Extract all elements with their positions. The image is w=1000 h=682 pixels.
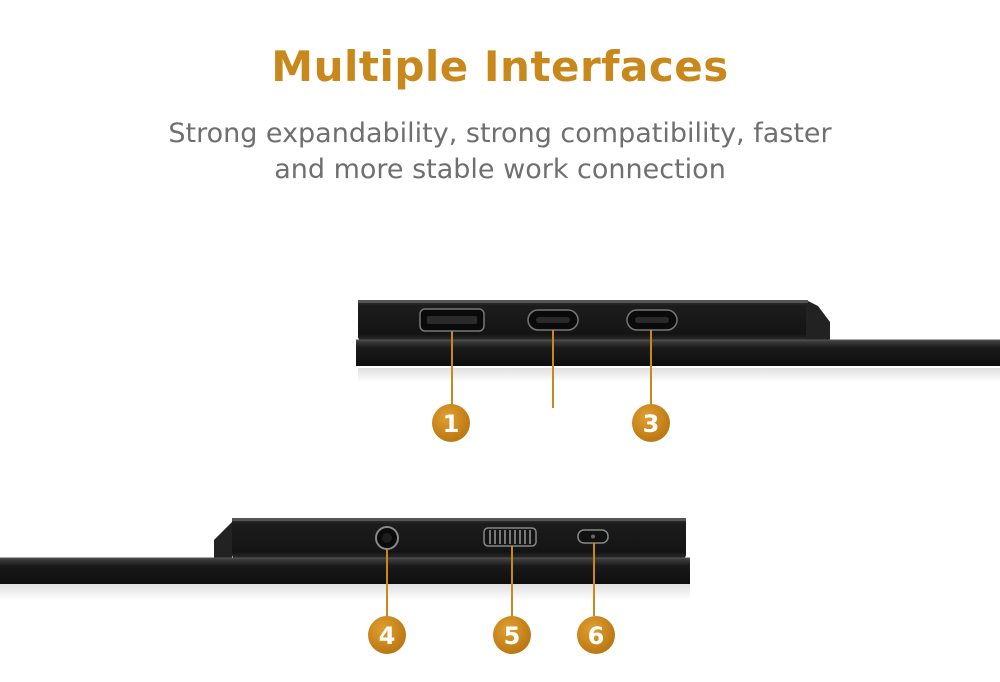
device-bottom-view	[0, 518, 690, 600]
usb-c-port-2	[626, 309, 678, 331]
callout-label-4: 4	[379, 622, 396, 650]
callout-label-3: 3	[643, 410, 660, 438]
mini-hdmi-port	[419, 308, 485, 332]
callout-badge-3: 3	[632, 404, 670, 442]
callout-badge-6: 6	[577, 616, 615, 654]
usb-c-port-1	[527, 309, 579, 331]
page-title: Multiple Interfaces	[271, 42, 729, 91]
callout-badge-4: 4	[368, 616, 406, 654]
device-top-view	[356, 300, 1000, 382]
power-button	[577, 529, 609, 544]
audio-jack	[375, 526, 399, 550]
callout-label-5: 5	[504, 622, 521, 650]
callout-label-1: 1	[443, 410, 460, 438]
callout-badge-5: 5	[493, 616, 531, 654]
page-subtitle: Strong expandability, strong compatibili…	[168, 118, 832, 185]
callout-badge-1: 1	[432, 404, 470, 442]
callout-label-6: 6	[588, 622, 605, 650]
scroll-wheel	[483, 527, 537, 547]
